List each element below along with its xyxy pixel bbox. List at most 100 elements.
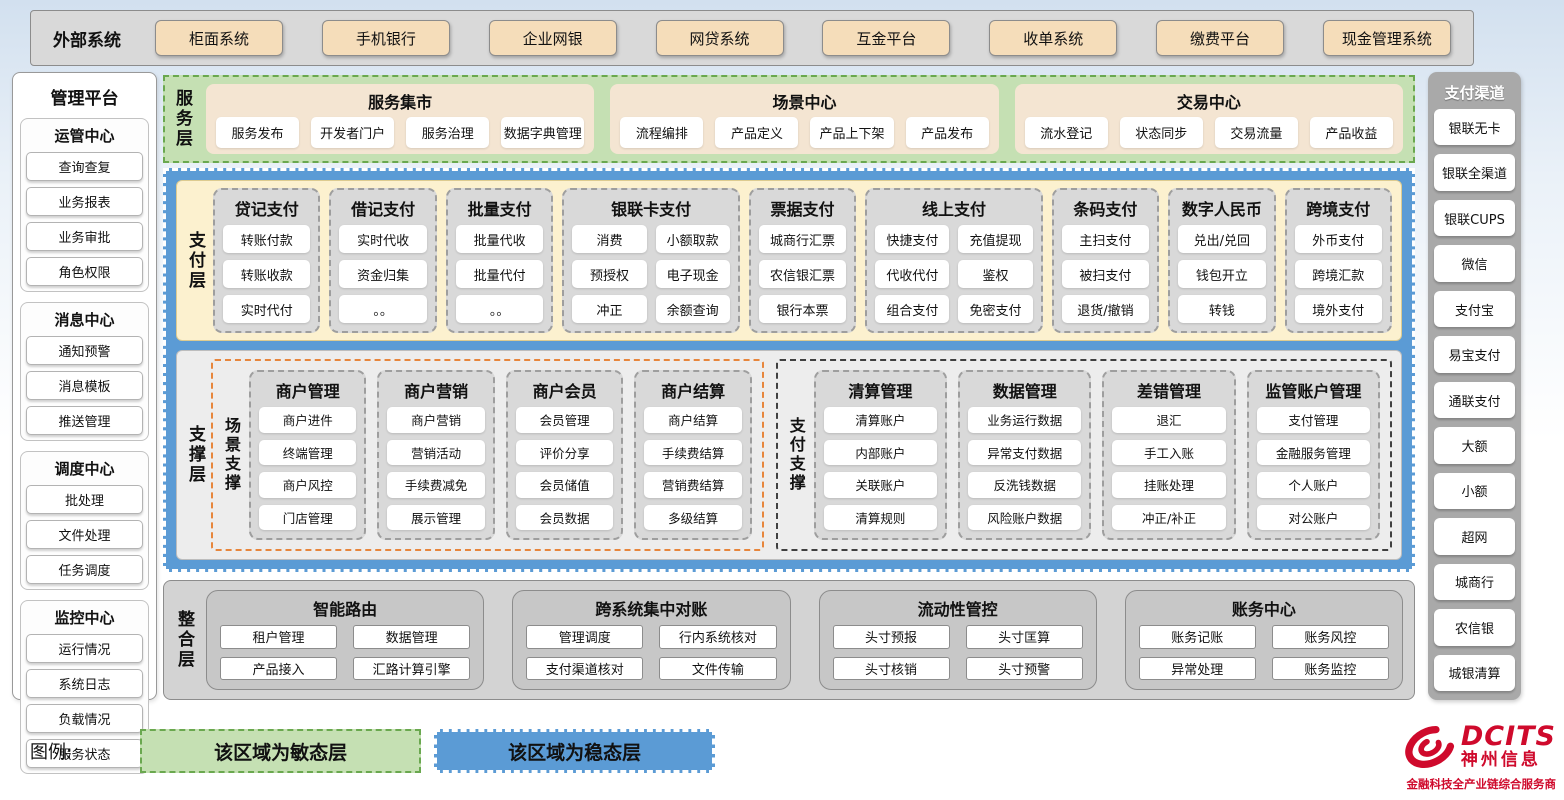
dcits-logo-row: DCITS 神州信息 [1370,721,1556,773]
payment-item-box: 转账付款 [223,225,311,254]
integration-item-box: 支付渠道核对 [526,656,644,680]
external-system-box: 网贷系统 [655,20,784,56]
integration-item-box: 头寸匡算 [965,625,1083,649]
payment-item-box: 免密支付 [958,295,1033,324]
payment-item-box: 批量代付 [455,260,544,289]
payment-group: 贷记支付转账付款转账收款实时代付 [213,188,321,334]
support-group-items: 业务运行数据异常支付数据反洗钱数据风险账户数据 [968,407,1082,530]
payment-channels-title: 支付渠道 [1444,84,1505,102]
management-item-box: 批处理 [26,485,143,514]
payment-item-box: 电子现金 [655,260,730,289]
integration-layer: 整合层 智能路由租户管理数据管理产品接入汇路计算引擎跨系统集中对账管理调度行内系… [163,580,1415,700]
management-section-items: 查询查复业务报表业务审批角色权限 [26,152,143,290]
support-group-items: 商户结算手续费结算营销费结算多级结算 [644,407,742,530]
support-group-items: 清算账户内部账户关联账户清算规则 [823,407,938,530]
payment-group-title: 银联卡支付 [611,200,692,219]
management-item-box: 业务报表 [26,187,143,216]
payment-channel-box: 城银清算 [1434,654,1515,692]
payment-group-title: 条码支付 [1073,200,1138,219]
service-item-box: 数据字典管理 [501,117,585,148]
integration-item-box: 数据管理 [353,625,471,649]
management-item-box: 消息模板 [26,371,143,400]
service-item-box: 状态同步 [1119,117,1203,148]
management-section: 监控中心运行情况系统日志负载情况服务状态 [20,600,149,774]
integration-item-box: 头寸预报 [832,625,950,649]
payment-item-box: 小额取款 [655,225,730,254]
payment-item-box: 转钱 [1178,295,1266,324]
payment-group-items: 实时代收资金归集。。 [339,225,427,324]
support-item-box: 多级结算 [644,504,742,530]
integration-item-box: 行内系统核对 [659,625,777,649]
management-item-box: 任务调度 [26,555,143,584]
support-item-box: 手续费减免 [387,472,485,498]
integration-item-box: 产品接入 [220,656,338,680]
management-item-box: 系统日志 [26,669,143,698]
support-item-box: 手续费结算 [644,439,742,466]
service-panel-items: 流程编排产品定义产品上下架产品发布 [620,117,989,148]
payment-item-box: 钱包开立 [1178,260,1266,289]
payment-item-box: 城商行汇票 [758,225,847,254]
payment-support-region: 支付支撑清算管理清算账户内部账户关联账户清算规则数据管理业务运行数据异常支付数据… [775,359,1392,551]
management-section: 消息中心通知预警消息模板推送管理 [20,302,149,441]
payment-group: 票据支付城商行汇票农信银汇票银行本票 [748,188,857,334]
support-item-box: 评价分享 [515,439,614,466]
integration-layer-groups: 智能路由租户管理数据管理产品接入汇路计算引擎跨系统集中对账管理调度行内系统核对支… [206,590,1403,690]
integration-item-box: 租户管理 [220,625,338,649]
support-item-box: 挂账处理 [1112,472,1226,498]
payment-group-title: 批量支付 [467,200,532,219]
integration-group-items: 账务记账账务风控异常处理账务监控 [1138,625,1389,680]
support-item-box: 清算账户 [823,407,938,433]
dcits-brand: DCITS [1460,721,1556,753]
service-item-box: 服务发布 [216,117,300,148]
external-systems-label: 外部系统 [53,30,121,51]
legend-agile-box: 该区域为敏态层 [140,729,422,773]
support-item-box: 营销费结算 [644,472,742,498]
payment-group-title: 线上支付 [921,200,986,219]
management-item-box: 文件处理 [26,520,143,549]
service-panel: 交易中心流水登记状态同步交易流量产品收益 [1014,84,1403,154]
payment-group-items: 消费小额取款预授权电子现金冲正余额查询 [572,225,730,324]
external-systems-list: 柜面系统手机银行企业网银网贷系统互金平台收单系统缴费平台现金管理系统 [155,20,1451,56]
support-group: 数据管理业务运行数据异常支付数据反洗钱数据风险账户数据 [958,370,1092,540]
payment-group-title: 数字人民币 [1181,200,1262,219]
service-item-box: 交易流量 [1214,117,1298,148]
legend: 图例: 该区域为敏态层 该区域为稳态层 [30,729,716,773]
payment-group: 借记支付实时代收资金归集。。 [329,188,437,334]
integration-item-box: 头寸核销 [832,656,950,680]
support-group-title: 数据管理 [992,382,1057,402]
payment-support-label: 支付支撑 [786,417,806,494]
management-section-title: 监控中心 [54,609,115,627]
management-section-title: 运管中心 [54,127,115,145]
support-layer-label: 支撑层 [185,425,205,486]
management-item-box: 运行情况 [26,634,143,663]
dcits-tagline: 金融科技全产业链综合服务商 [1406,777,1557,791]
support-group: 商户营销商户营销营销活动手续费减免展示管理 [377,370,495,540]
stable-layer-container: 支付层 贷记支付转账付款转账收款实时代付借记支付实时代收资金归集。。批量支付批量… [163,168,1415,572]
dcits-logo-text: DCITS 神州信息 [1461,723,1556,770]
payment-item-box: 余额查询 [655,295,730,324]
management-item-box: 服务状态 [26,739,143,768]
payment-item-box: 资金归集 [339,260,427,289]
support-item-box: 会员管理 [515,407,614,433]
management-section-title: 消息中心 [54,311,115,329]
payment-group-title: 借记支付 [351,200,416,219]
external-system-box: 缴费平台 [1156,20,1285,56]
management-platform-title: 管理平台 [50,89,119,109]
external-system-box: 手机银行 [321,20,450,56]
payment-group-items: 城商行汇票农信银汇票银行本票 [758,225,847,324]
service-item-box: 服务治理 [406,117,490,148]
payment-item-box: 退货/撤销 [1061,295,1150,324]
payment-channel-box: 银联CUPS [1434,199,1515,237]
payment-layer-label: 支付层 [185,230,205,291]
external-system-box: 企业网银 [488,20,617,56]
management-item-box: 负载情况 [26,704,143,733]
support-item-box: 门店管理 [259,504,357,530]
payment-group: 数字人民币兑出/兑回钱包开立转钱 [1168,188,1276,334]
support-item-box: 内部账户 [823,439,938,466]
support-group-items: 商户进件终端管理商户风控门店管理 [259,407,357,530]
scene-support-label: 场景支撑 [222,417,241,494]
payment-group: 跨境支付外币支付跨境汇款境外支付 [1284,188,1393,334]
scene-support-region: 场景支撑商户管理商户进件终端管理商户风控门店管理商户营销商户营销营销活动手续费减… [211,359,764,551]
